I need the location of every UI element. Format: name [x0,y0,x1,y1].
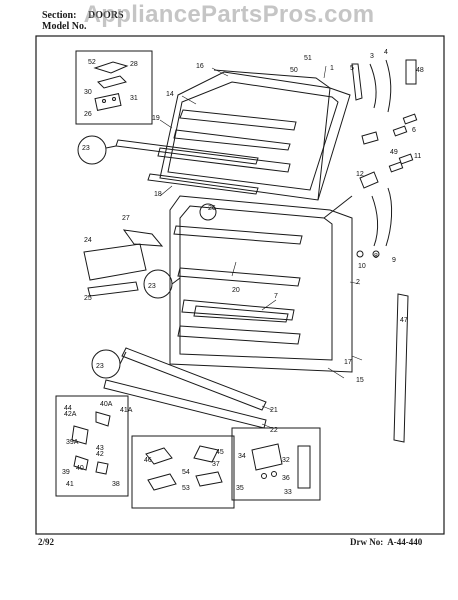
callout-label-23: 23 [96,363,104,370]
callout-label-26: 26 [84,111,92,118]
callout-label-40a: 40A [100,401,113,408]
callout-label-41a: 41A [120,407,133,414]
callout-label-38: 38 [112,481,120,488]
callout-label-52: 52 [88,59,96,66]
diagram-frame [35,35,445,535]
callout-label-42a: 42A [64,411,77,418]
callout-label-49: 49 [390,149,398,156]
callout-label-24: 24 [84,237,92,244]
callout-label-22: 22 [270,427,278,434]
callout-label-39a: 39A [66,439,79,446]
section-value: DOORS [88,10,124,21]
callout-label-19: 19 [152,115,160,122]
callout-label-18: 18 [154,191,162,198]
freezer-shelf-bar-18 [147,173,259,195]
fresh-food-door [169,195,353,373]
callout-label-39: 39 [62,469,70,476]
callout-label-26: 26 [208,205,216,212]
callout-label-3: 3 [370,53,374,60]
callout-label-11: 11 [414,153,421,160]
footer-drawing-number: Drw No:A-44-440 [350,537,426,547]
callout-label-44: 44 [64,405,72,412]
callout-label-35: 35 [236,485,244,492]
callout-label-9: 9 [392,257,396,264]
shelf-bar-21 [121,347,267,411]
callout-label-17: 17 [344,359,352,366]
callout-label-1: 1 [330,65,334,72]
callout-label-2: 2 [356,279,360,286]
leader-lines [159,65,363,429]
callout-label-16: 16 [196,63,204,70]
callout-label-37: 37 [212,461,220,468]
drawing-number: A-44-440 [387,537,423,547]
callout-label-50: 50 [290,67,298,74]
callout-label-31: 31 [130,95,138,102]
callout-label-23: 23 [148,283,156,290]
callout-label-4: 4 [384,49,388,56]
freezer-shelf-bar-19 [115,139,259,165]
callout-label-33: 33 [284,489,292,496]
model-label: Model No. [42,21,87,32]
inset-parts [71,411,311,491]
callout-circle-23-upper [77,135,107,165]
callout-label-14: 14 [166,91,174,98]
callout-label-46: 46 [144,457,152,464]
inset-box-hinge-center [131,435,235,509]
callout-label-45: 45 [216,449,224,456]
cover-27 [122,229,164,247]
callout-label-41: 41 [66,481,74,488]
callout-label-20: 20 [232,287,240,294]
callout-label-28: 28 [130,61,138,68]
inset-hinge-box [75,50,153,125]
callout-label-42: 42 [96,451,104,458]
dairy-door-25 [87,281,139,297]
callout-circle-26 [199,203,217,221]
drawing-label: Drw No: [350,537,384,547]
callout-label-36: 36 [282,475,290,482]
inset-box-hinge-left [55,395,129,497]
footer-date: 2/92 [38,537,55,547]
callout-label-53: 53 [182,485,190,492]
callout-label-6: 6 [412,127,416,134]
callout-label-8: 8 [374,253,378,260]
callout-label-30: 30 [84,89,92,96]
freezer-door [157,69,351,201]
callout-label-21: 21 [270,407,278,414]
callout-label-12: 12 [356,171,364,178]
callout-label-43: 43 [96,445,104,452]
callout-label-47: 47 [400,317,408,324]
hinge-parts-inset [93,61,129,111]
callout-label-7: 7 [274,293,278,300]
section-label: Section: [42,10,77,21]
callout-label-48: 48 [416,67,424,74]
callout-label-25: 25 [84,295,92,302]
callout-label-10: 10 [358,263,366,270]
callout-label-32: 32 [282,457,290,464]
callout-label-5: 5 [350,65,354,72]
callout-label-40: 40 [76,465,84,472]
dairy-compartment-24 [83,243,147,281]
inset-box-hinge-right [231,427,321,501]
callout-label-23: 23 [82,145,90,152]
callout-label-27: 27 [122,215,130,222]
callout-label-34: 34 [238,453,246,460]
callout-label-15: 15 [356,377,364,384]
callout-label-51: 51 [304,55,312,62]
watermark: AppliancePartsPros.com [83,1,375,28]
hinge-and-trim-parts [351,59,418,443]
callout-label-54: 54 [182,469,190,476]
